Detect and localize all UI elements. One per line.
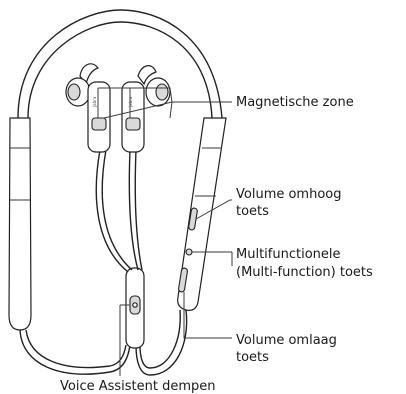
- label-volume-down-line2: toets: [236, 350, 269, 365]
- earbud-cables: [96, 150, 142, 272]
- right-neckband-module: [178, 118, 226, 310]
- callout-volume-up: Volume omhoog toets: [196, 187, 342, 219]
- callout-multifunction: Multifunctionele (Multi-function) toets: [192, 247, 373, 280]
- left-earbud-brand-mark: Jabra: [92, 96, 97, 108]
- cables: [20, 310, 187, 375]
- label-volume-up-line1: Volume omhoog: [236, 187, 342, 202]
- left-neckband-module: [9, 118, 31, 330]
- left-earbud: Jabra: [66, 64, 110, 152]
- label-voice-assistant-mute: Voice Assistent dempen: [60, 379, 216, 394]
- label-volume-up-line2: toets: [236, 204, 269, 219]
- inline-remote: [126, 268, 144, 348]
- label-multifunction-line2: (Multi-function) toets: [236, 265, 373, 280]
- label-multifunction-line1: Multifunctionele: [236, 247, 341, 262]
- right-earbud: Jabra: [122, 66, 170, 152]
- label-magnetic-zone: Magnetische zone: [236, 95, 354, 110]
- label-volume-down-line1: Volume omlaag: [236, 333, 337, 348]
- multifunction-button: [186, 249, 192, 255]
- callout-volume-down: Volume omlaag toets: [184, 292, 337, 365]
